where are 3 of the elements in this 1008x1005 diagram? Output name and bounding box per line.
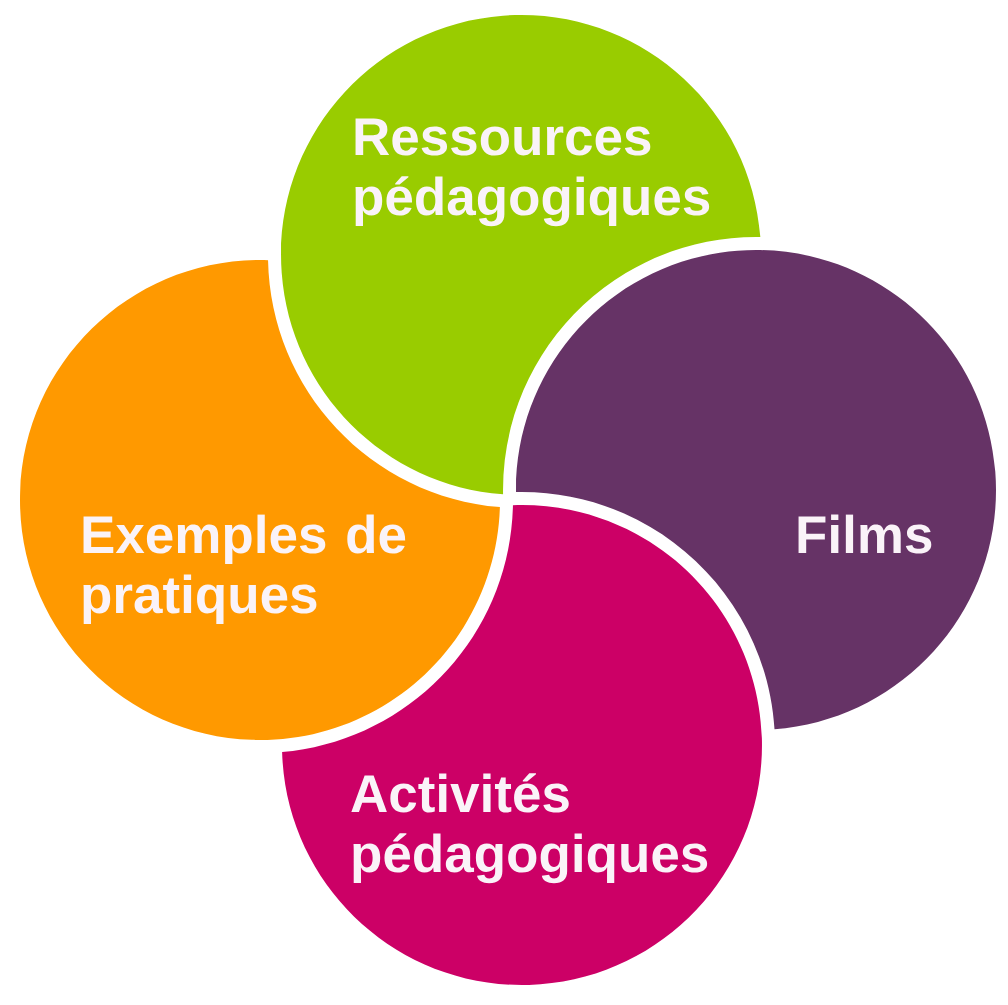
circle-segment: Exemples de pratiques bbox=[20, 260, 500, 740]
circle-segment: Films bbox=[516, 250, 996, 730]
circle-segment: Ressources pédagogiques bbox=[281, 15, 761, 495]
